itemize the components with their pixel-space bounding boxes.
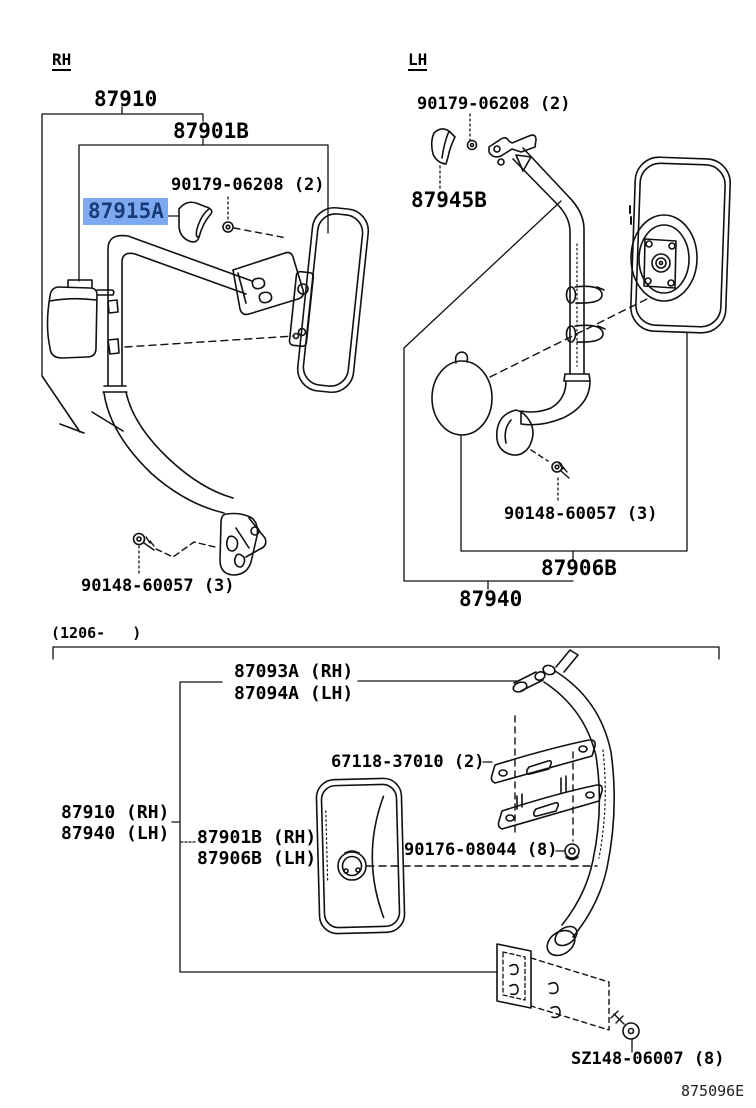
part-label-87945b[interactable]: 87945B bbox=[411, 188, 487, 212]
part-label-87094a[interactable]: 87094A (LH) bbox=[234, 683, 354, 704]
rh-assembly-drawing bbox=[41, 106, 370, 577]
part-label-sz148[interactable]: SZ148-06007 (8) bbox=[571, 1049, 725, 1069]
part-label-87901b-rh[interactable]: 87901B (RH) bbox=[197, 827, 317, 848]
part-label-67118[interactable]: 67118-37010 (2) bbox=[331, 752, 485, 772]
part-label-90148-rh[interactable]: 90148-60057 (3) bbox=[81, 576, 235, 596]
part-label-87910[interactable]: 87910 bbox=[94, 87, 158, 111]
rh-side-label: RH bbox=[52, 50, 72, 71]
part-label-90148-lh[interactable]: 90148-60057 (3) bbox=[504, 504, 658, 524]
late-production-assembly-drawing bbox=[52, 646, 720, 1053]
lh-assembly-drawing bbox=[403, 113, 731, 590]
part-label-87910-rh[interactable]: 87910 (RH) bbox=[61, 802, 170, 823]
production-date-note: (1206- ) bbox=[51, 624, 142, 642]
part-label-87901b[interactable]: 87901B bbox=[173, 119, 249, 143]
part-label-87906b[interactable]: 87906B bbox=[541, 556, 617, 580]
part-label-87915a-highlighted[interactable]: 87915A bbox=[83, 198, 168, 225]
part-label-90179-lh[interactable]: 90179-06208 (2) bbox=[417, 94, 571, 114]
part-label-87906b-lh[interactable]: 87906B (LH) bbox=[197, 848, 317, 869]
diagram-code: 875096E bbox=[681, 1082, 745, 1100]
part-label-87093a[interactable]: 87093A (RH) bbox=[234, 661, 354, 682]
part-label-87940[interactable]: 87940 bbox=[459, 587, 523, 611]
part-label-90179-rh[interactable]: 90179-06208 (2) bbox=[171, 175, 325, 195]
part-label-87940-lh[interactable]: 87940 (LH) bbox=[61, 823, 170, 844]
lh-side-label: LH bbox=[408, 50, 428, 71]
part-label-90176[interactable]: 90176-08044 (8) bbox=[404, 840, 558, 860]
